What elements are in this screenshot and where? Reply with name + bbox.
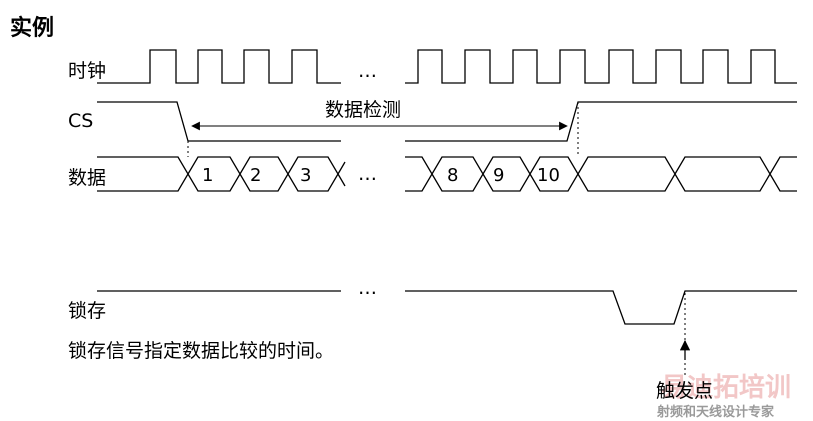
caption: 锁存信号指定数据比较的时间。 (68, 340, 334, 362)
watermark-subtitle: 射频和天线设计专家 (656, 404, 775, 420)
clock-label: 时钟 (68, 60, 106, 82)
clock-waveform (97, 49, 797, 84)
data-cell-10: 10 (537, 165, 560, 186)
data-ellipsis: … (358, 163, 377, 185)
watermark-title: 易迪拓培训 (661, 373, 791, 403)
data-cell-8: 8 (447, 165, 458, 186)
latch-label: 锁存 (68, 300, 106, 322)
latch-ellipsis: … (358, 277, 377, 299)
page-title: 实例 (10, 15, 54, 41)
data-cell-2: 2 (250, 165, 261, 186)
data-bus-waveform (97, 156, 797, 192)
data-cell-3: 3 (300, 165, 311, 186)
data-detect-label-bg (322, 94, 420, 120)
data-cell-9: 9 (493, 165, 504, 186)
data-cell-1: 1 (202, 165, 213, 186)
clock-ellipsis: … (358, 60, 377, 82)
cs-waveform (97, 101, 797, 142)
trigger-label: 触发点 (656, 380, 713, 402)
cs-label: CS (68, 110, 93, 132)
data-detect-label: 数据检测 (325, 99, 401, 121)
latch-waveform (97, 290, 797, 325)
data-label: 数据 (68, 167, 106, 189)
